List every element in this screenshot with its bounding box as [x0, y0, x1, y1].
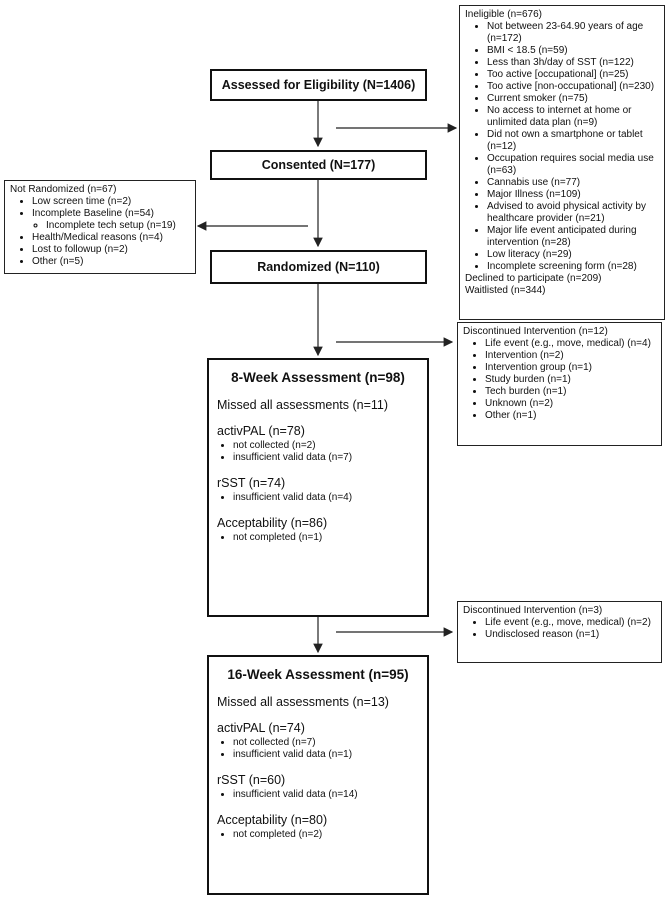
- list-item: Major Illness (n=109): [487, 189, 659, 201]
- list-item: not collected (n=7): [233, 737, 419, 749]
- list-item: Lost to followup (n=2): [32, 244, 190, 256]
- randomized-label: Randomized (N=110): [257, 260, 380, 274]
- assessed-eligibility-box: Assessed for Eligibility (N=1406): [210, 69, 427, 101]
- not-randomized-header: Not Randomized (n=67): [10, 184, 117, 195]
- list-item: Less than 3h/day of SST (n=122): [487, 57, 659, 69]
- list-item: Advised to avoid physical activity by he…: [487, 201, 659, 225]
- randomized-box: Randomized (N=110): [210, 250, 427, 284]
- week16-acceptability-label: Acceptability (n=80): [217, 813, 328, 827]
- list-item: insufficient valid data (n=14): [233, 789, 419, 801]
- list-item: Unknown (n=2): [485, 398, 656, 410]
- list-item: insufficient valid data (n=4): [233, 492, 419, 504]
- list-item: Low screen time (n=2): [32, 196, 190, 208]
- consented-label: Consented (N=177): [261, 158, 376, 172]
- week16-acceptability-list: not completed (n=2): [217, 829, 419, 841]
- list-item: Occupation requires social media use (n=…: [487, 153, 659, 177]
- discontinued-header: Discontinued Intervention (n=3): [463, 605, 603, 616]
- discontinued-list: Life event (e.g., move, medical) (n=4) I…: [463, 338, 656, 422]
- list-item: not completed (n=2): [233, 829, 419, 841]
- week16-acceptability-group: Acceptability (n=80) not completed (n=2): [217, 813, 419, 841]
- week8-title: 8-Week Assessment (n=98): [231, 370, 405, 385]
- list-item: Undisclosed reason (n=1): [485, 629, 656, 641]
- list-item: Other (n=1): [485, 410, 656, 422]
- week8-rsst-label: rSST (n=74): [217, 476, 286, 490]
- list-item: No access to internet at home or unlimit…: [487, 105, 659, 129]
- list-item: Study burden (n=1): [485, 374, 656, 386]
- list-item: Cannabis use (n=77): [487, 177, 659, 189]
- week16-missed-label: Missed all assessments (n=13): [217, 695, 389, 709]
- consented-box: Consented (N=177): [210, 150, 427, 180]
- week8-rsst-group: rSST (n=74) insufficient valid data (n=4…: [217, 476, 419, 504]
- list-item: not completed (n=1): [233, 532, 419, 544]
- list-item: insufficient valid data (n=7): [233, 452, 419, 464]
- list-item: Incomplete Baseline (n=54) Incomplete te…: [32, 208, 190, 232]
- week8-acceptability-group: Acceptability (n=86) not completed (n=1): [217, 516, 419, 544]
- list-item-label: Incomplete Baseline (n=54): [32, 208, 155, 219]
- list-item: Other (n=5): [32, 256, 190, 268]
- week8-missed-label: Missed all assessments (n=11): [217, 398, 389, 412]
- week16-activpal-list: not collected (n=7) insufficient valid d…: [217, 737, 419, 761]
- week16-rsst-list: insufficient valid data (n=14): [217, 789, 419, 801]
- week16-rsst-group: rSST (n=60) insufficient valid data (n=1…: [217, 773, 419, 801]
- list-item: Did not own a smartphone or tablet (n=12…: [487, 129, 659, 153]
- week16-title: 16-Week Assessment (n=95): [227, 667, 409, 682]
- declined-label: Declined to participate (n=209): [465, 273, 602, 284]
- week16-rsst-label: rSST (n=60): [217, 773, 286, 787]
- list-item: Current smoker (n=75): [487, 93, 659, 105]
- list-item: Intervention group (n=1): [485, 362, 656, 374]
- week8-assessment-box: 8-Week Assessment (n=98) Missed all asse…: [207, 358, 429, 617]
- list-item: BMI < 18.5 (n=59): [487, 45, 659, 57]
- sub-list-item: Incomplete tech setup (n=19): [46, 220, 190, 232]
- week8-rsst-list: insufficient valid data (n=4): [217, 492, 419, 504]
- list-item: not collected (n=2): [233, 440, 419, 452]
- week16-assessment-box: 16-Week Assessment (n=95) Missed all ass…: [207, 655, 429, 895]
- week8-activpal-list: not collected (n=2) insufficient valid d…: [217, 440, 419, 464]
- not-randomized-list: Low screen time (n=2) Incomplete Baselin…: [10, 196, 190, 268]
- list-item: Life event (e.g., move, medical) (n=4): [485, 338, 656, 350]
- week8-activpal-group: activPAL (n=78) not collected (n=2) insu…: [217, 424, 419, 464]
- ineligible-list: Not between 23-64.90 years of age (n=172…: [465, 21, 659, 273]
- sub-list: Incomplete tech setup (n=19): [32, 220, 190, 232]
- list-item: Incomplete screening form (n=28): [487, 261, 659, 273]
- week8-acceptability-label: Acceptability (n=86): [217, 516, 328, 530]
- week8-missed-group: Missed all assessments (n=11): [217, 398, 419, 412]
- list-item: Tech burden (n=1): [485, 386, 656, 398]
- list-item: Not between 23-64.90 years of age (n=172…: [487, 21, 659, 45]
- ineligible-box: Ineligible (n=676) Not between 23-64.90 …: [459, 5, 665, 320]
- list-item: insufficient valid data (n=1): [233, 749, 419, 761]
- list-item: Intervention (n=2): [485, 350, 656, 362]
- list-item: Too active [occupational] (n=25): [487, 69, 659, 81]
- waitlisted-label: Waitlisted (n=344): [465, 285, 546, 296]
- discontinued-list: Life event (e.g., move, medical) (n=2) U…: [463, 617, 656, 641]
- list-item: Life event (e.g., move, medical) (n=2): [485, 617, 656, 629]
- list-item: Major life event anticipated during inte…: [487, 225, 659, 249]
- list-item: Low literacy (n=29): [487, 249, 659, 261]
- list-item: Too active [non-occupational] (n=230): [487, 81, 659, 93]
- list-item: Health/Medical reasons (n=4): [32, 232, 190, 244]
- discontinued-intervention-box-2: Discontinued Intervention (n=3) Life eve…: [457, 601, 662, 663]
- week8-activpal-label: activPAL (n=78): [217, 424, 305, 438]
- week16-activpal-group: activPAL (n=74) not collected (n=7) insu…: [217, 721, 419, 761]
- discontinued-header: Discontinued Intervention (n=12): [463, 326, 608, 337]
- week16-activpal-label: activPAL (n=74): [217, 721, 305, 735]
- week8-acceptability-list: not completed (n=1): [217, 532, 419, 544]
- not-randomized-box: Not Randomized (n=67) Low screen time (n…: [4, 180, 196, 274]
- week16-missed-group: Missed all assessments (n=13): [217, 695, 419, 709]
- assessed-label: Assessed for Eligibility (N=1406): [221, 78, 416, 92]
- discontinued-intervention-box-1: Discontinued Intervention (n=12) Life ev…: [457, 322, 662, 446]
- ineligible-header: Ineligible (n=676): [465, 9, 542, 20]
